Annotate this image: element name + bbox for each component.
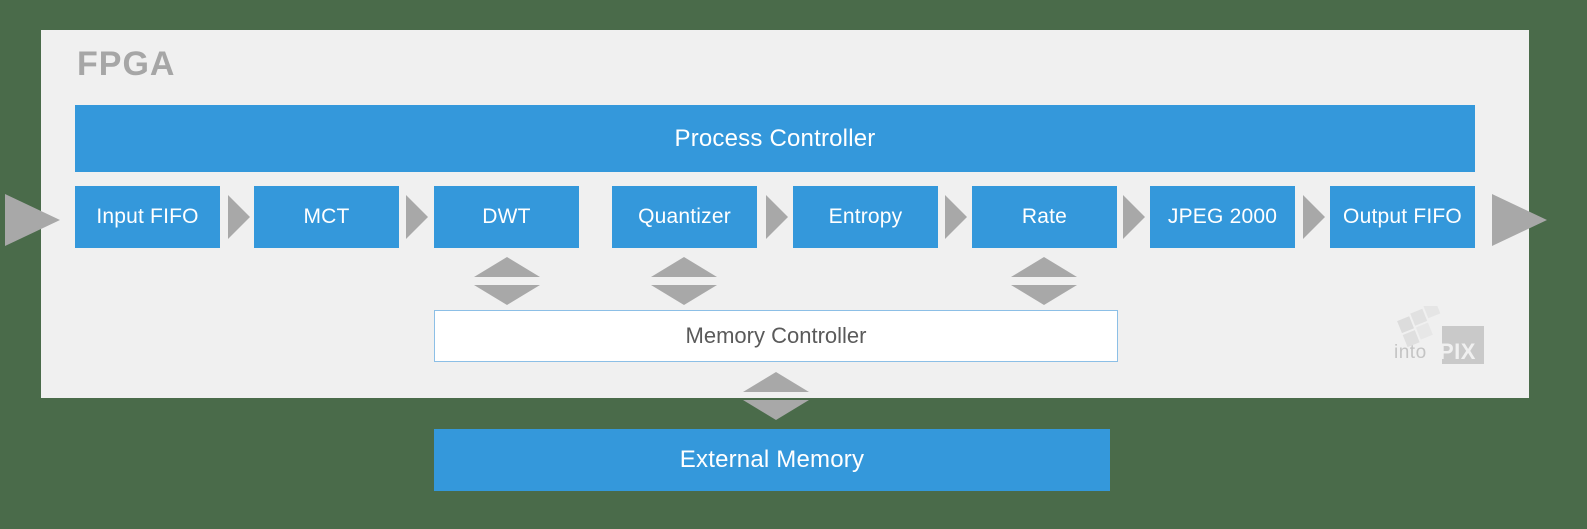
process-controller-block[interactable]: Process Controller	[75, 105, 1475, 172]
pipeline-block-input-fifo[interactable]: Input FIFO	[75, 186, 220, 248]
pipeline-block-mct[interactable]: MCT	[254, 186, 399, 248]
arrow-up-icon	[743, 372, 809, 392]
arrow-down-icon	[474, 285, 540, 305]
arrow-up-icon	[1011, 257, 1077, 277]
pipeline-block-jpeg-2000[interactable]: JPEG 2000	[1150, 186, 1295, 248]
connector-arrow-icon-jpeg2000-to-output-fifo	[1303, 195, 1325, 239]
connector-arrow-icon-input-fifo-to-mct	[228, 195, 250, 239]
pipeline-block-entropy[interactable]: Entropy	[793, 186, 938, 248]
connector-arrow-icon-entropy-to-rate	[945, 195, 967, 239]
arrow-down-icon	[743, 400, 809, 420]
external-memory-block[interactable]: External Memory	[434, 429, 1110, 491]
pipeline-block-dwt[interactable]: DWT	[434, 186, 579, 248]
arrow-down-icon	[651, 285, 717, 305]
arrow-down-icon	[1011, 285, 1077, 305]
svg-text:PIX: PIX	[1439, 339, 1476, 364]
svg-text:into: into	[1394, 342, 1427, 363]
pipeline-block-quantizer[interactable]: Quantizer	[612, 186, 757, 248]
bidirectional-arrow-icon-dwt-memory	[474, 257, 540, 305]
arrow-up-icon	[651, 257, 717, 277]
connector-arrow-icon-rate-to-jpeg2000	[1123, 195, 1145, 239]
arrow-up-icon	[474, 257, 540, 277]
bidirectional-arrow-icon-memory-controller-external	[743, 372, 809, 420]
page-title: FPGA	[77, 45, 176, 83]
input-stream-arrow-icon	[5, 194, 60, 246]
connector-arrow-icon-mct-to-dwt	[406, 195, 428, 239]
bidirectional-arrow-icon-quantizer-memory	[651, 257, 717, 305]
pipeline-block-output-fifo[interactable]: Output FIFO	[1330, 186, 1475, 248]
intopix-logo-icon: into PIX	[1392, 306, 1484, 364]
bidirectional-arrow-icon-rate-memory	[1011, 257, 1077, 305]
output-stream-arrow-icon	[1492, 194, 1547, 246]
connector-arrow-icon-quantizer-to-entropy	[766, 195, 788, 239]
pipeline-block-rate[interactable]: Rate	[972, 186, 1117, 248]
memory-controller-block[interactable]: Memory Controller	[434, 310, 1118, 362]
